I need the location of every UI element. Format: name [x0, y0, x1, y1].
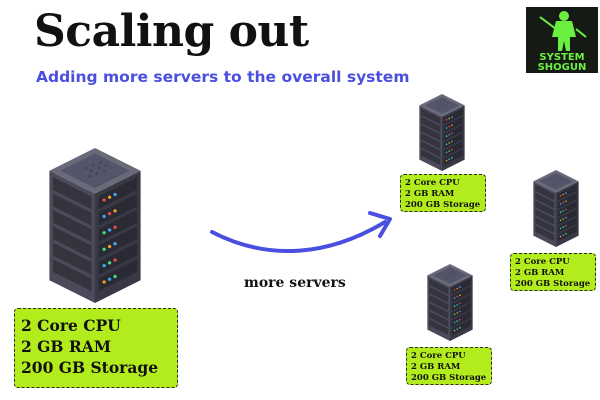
- page-subtitle: Adding more servers to the overall syste…: [36, 68, 410, 86]
- spec-cpu: 2 Core CPU: [405, 178, 460, 188]
- spec-ram: 2 GB RAM: [411, 362, 461, 372]
- spec-storage: 200 GB Storage: [515, 279, 591, 289]
- ninja-icon: [539, 11, 587, 51]
- page-title: Scaling out: [34, 6, 309, 57]
- spec-storage: 200 GB Storage: [21, 358, 159, 377]
- spec-ram: 2 GB RAM: [405, 189, 455, 199]
- arrow-label: more servers: [244, 275, 346, 291]
- new-server-1-specs: 2 Core CPU 2 GB RAM 200 GB Storage: [400, 174, 486, 212]
- system-shogun-logo: SYSTEM SHOGUN: [526, 7, 598, 73]
- spec-ram: 2 GB RAM: [21, 337, 111, 356]
- new-server-2-icon: [533, 170, 579, 247]
- spec-cpu: 2 Core CPU: [411, 351, 466, 361]
- spec-cpu: 2 Core CPU: [515, 257, 570, 267]
- logo-line-2: SHOGUN: [537, 62, 587, 73]
- spec-storage: 200 GB Storage: [405, 200, 481, 210]
- new-server-3-icon: [427, 264, 473, 341]
- new-server-1-icon: [419, 94, 465, 171]
- logo-line-1: SYSTEM: [539, 52, 585, 63]
- new-server-3-specs: 2 Core CPU 2 GB RAM 200 GB Storage: [406, 347, 492, 385]
- spec-ram: 2 GB RAM: [515, 268, 565, 278]
- spec-storage: 200 GB Storage: [411, 373, 487, 383]
- spec-cpu: 2 Core CPU: [21, 316, 121, 335]
- new-server-2-specs: 2 Core CPU 2 GB RAM 200 GB Storage: [510, 253, 596, 291]
- main-server-specs: 2 Core CPU 2 GB RAM 200 GB Storage: [14, 308, 178, 388]
